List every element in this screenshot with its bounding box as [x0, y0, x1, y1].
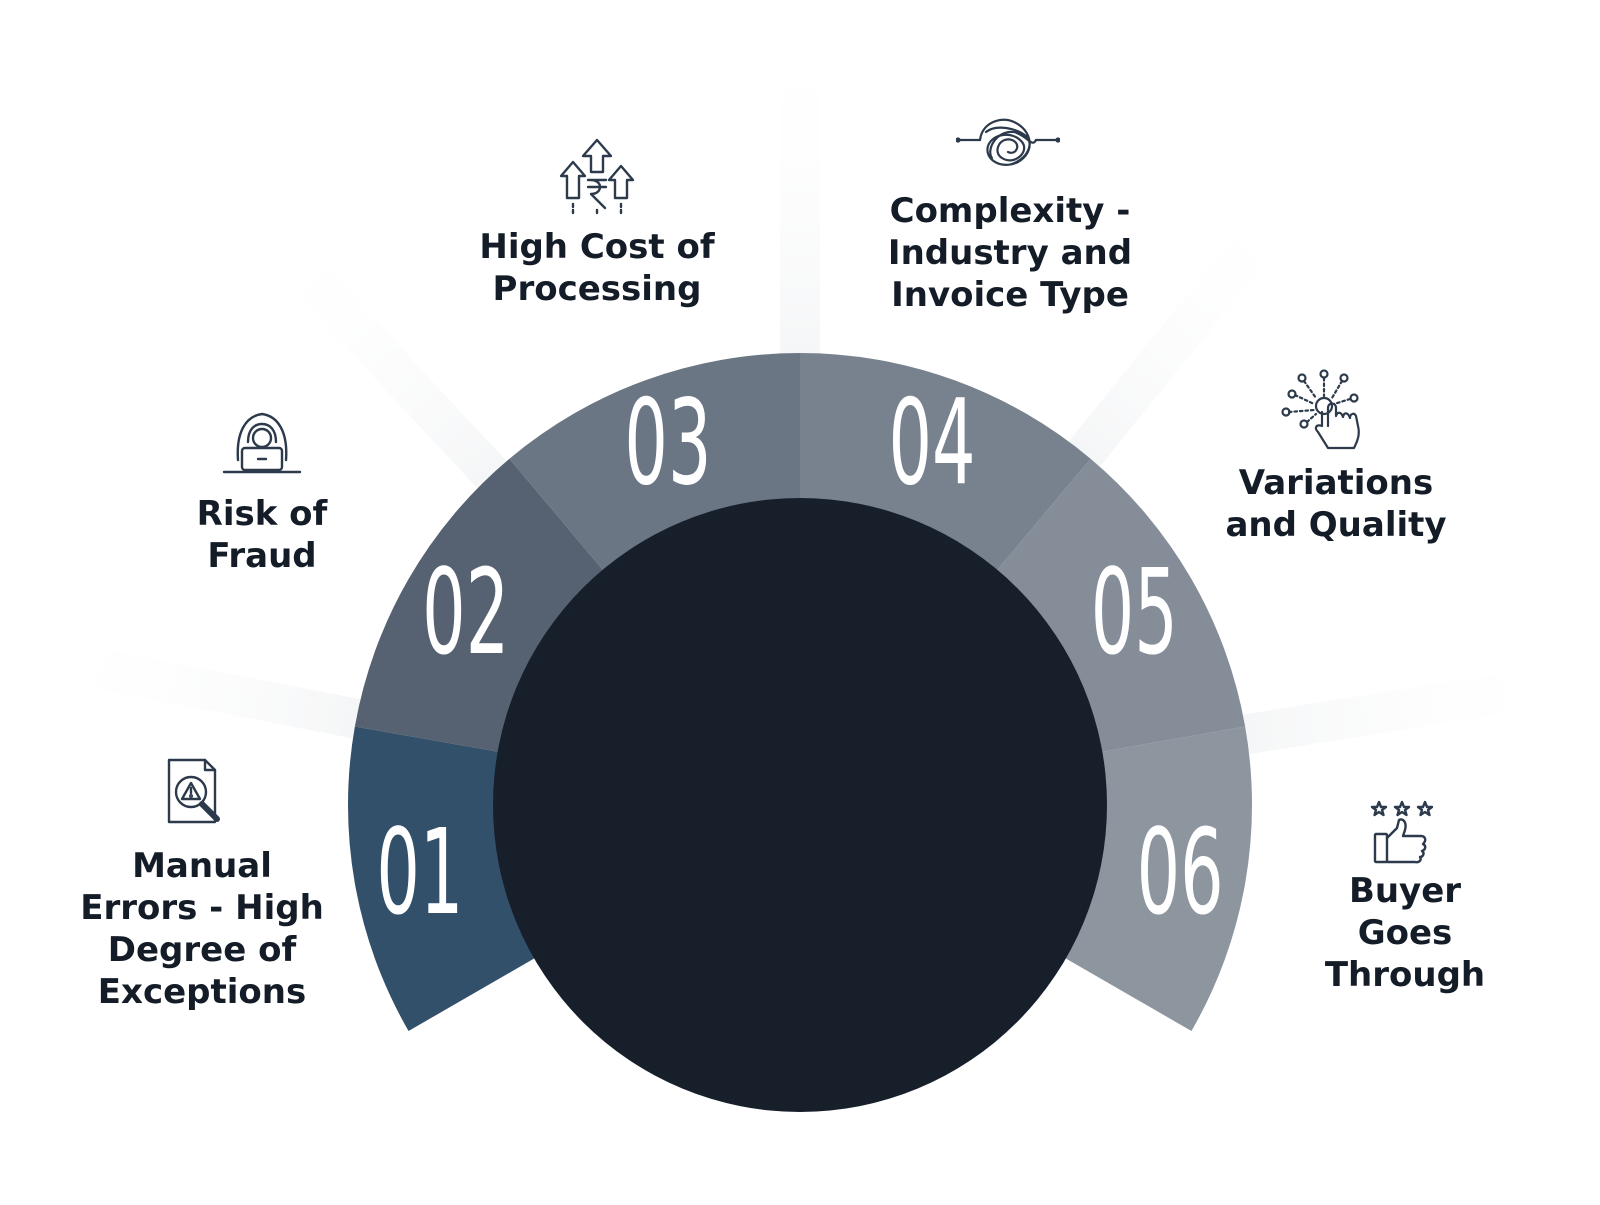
item-icon-02 — [220, 408, 304, 478]
ring-segment-01 — [347, 726, 541, 1031]
ring-segment-06 — [1059, 726, 1253, 1031]
ring-segment-03 — [509, 353, 800, 576]
document-warning-search-icon — [167, 758, 220, 824]
ring-segment-04 — [800, 353, 1091, 576]
item-label-02: Risk of Fraud — [196, 494, 328, 576]
ring-segments — [347, 353, 1253, 1031]
segment-number-02: 02 — [422, 543, 509, 681]
segment-number-04: 04 — [888, 373, 975, 511]
item-label-03: High Cost of Processing — [479, 227, 715, 309]
rupee-rising-arrows-icon — [559, 138, 635, 218]
ring-segment-05 — [992, 458, 1246, 753]
tangled-lines-icon — [956, 118, 1060, 166]
segment-number-01: 01 — [376, 803, 463, 941]
segment-number-05: 05 — [1091, 543, 1178, 681]
item-icon-06 — [1367, 800, 1437, 866]
item-label-05: Variations and Quality — [1225, 463, 1447, 545]
item-label-04: Complexity - Industry and Invoice Type — [887, 191, 1133, 315]
item-icon-03 — [557, 136, 637, 218]
touch-network-icon — [1281, 369, 1360, 450]
item-icon-04 — [956, 114, 1060, 174]
segment-number-03: 03 — [624, 373, 711, 511]
center-circle — [493, 498, 1107, 1112]
thumbs-up-stars-icon — [1370, 800, 1434, 864]
segment-numbers: 01 02 03 04 05 06 — [376, 373, 1223, 941]
segment-number-06: 06 — [1137, 803, 1224, 941]
hooded-hacker-icon — [222, 412, 302, 474]
item-icon-01 — [161, 756, 235, 830]
item-label-06: Buyer Goes Through — [1324, 871, 1486, 995]
item-label-01: Manual Errors - High Degree of Exception… — [80, 846, 324, 1012]
item-icon-05 — [1280, 368, 1372, 454]
ring-segment-02 — [354, 458, 608, 753]
